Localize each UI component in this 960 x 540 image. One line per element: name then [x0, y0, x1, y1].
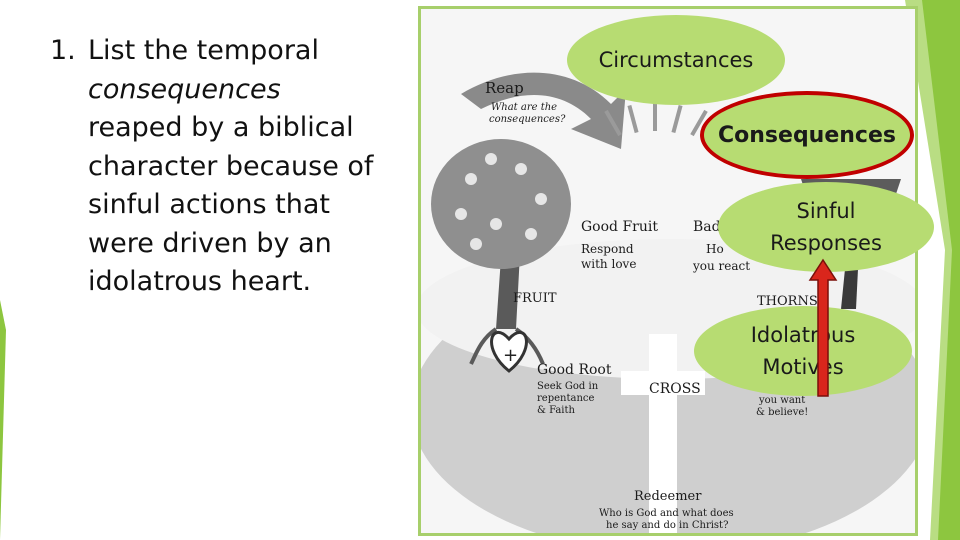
right-sub-line2: & believe! — [756, 407, 809, 418]
reap-question-line1: What are the — [491, 102, 558, 113]
bad-fruit-sub-line2: you react — [693, 259, 751, 273]
slide-body-text: 1. List the temporal consequences reaped… — [50, 32, 380, 302]
consequences-oval: Consequences — [700, 91, 914, 179]
bad-fruit-title: Bad — [693, 219, 721, 235]
good-root-sub-line1: Seek God in — [537, 381, 599, 392]
reap-title: Reap — [485, 79, 524, 97]
circumstances-oval: Circumstances — [567, 15, 785, 105]
good-root-title: Good Root — [537, 362, 612, 378]
good-fruit-title: Good Fruit — [581, 219, 658, 235]
list-number: 1. — [50, 35, 76, 66]
good-root-sub-line2: repentance — [537, 393, 595, 404]
good-fruit-sub-line2: with love — [581, 257, 637, 271]
fruit-label: FRUIT — [513, 291, 557, 306]
list-item-text: List the temporal consequences reaped by… — [88, 35, 374, 297]
thorns-label: THORNS — [757, 294, 818, 309]
cross-label: CROSS — [649, 381, 701, 397]
reap-question-line2: consequences? — [489, 114, 566, 125]
svg-text:+: + — [503, 345, 518, 366]
emphasis-consequences: consequences — [88, 73, 281, 105]
redeemer-title: Redeemer — [634, 489, 702, 504]
good-fruit-sub-line1: Respond — [581, 242, 634, 256]
right-sub-line1: you want — [759, 395, 806, 406]
redeemer-sub-line2: he say and do in Christ? — [606, 520, 729, 531]
sinful-responses-oval: Sinful Responses — [718, 182, 934, 272]
idolatrous-motives-oval: Idolatrous Motives — [694, 306, 912, 396]
bad-fruit-sub-line1: Ho — [706, 242, 724, 256]
red-up-arrow-icon — [808, 258, 838, 397]
good-root-sub-line3: & Faith — [537, 405, 575, 416]
redeemer-sub-line1: Who is God and what does — [599, 508, 734, 519]
